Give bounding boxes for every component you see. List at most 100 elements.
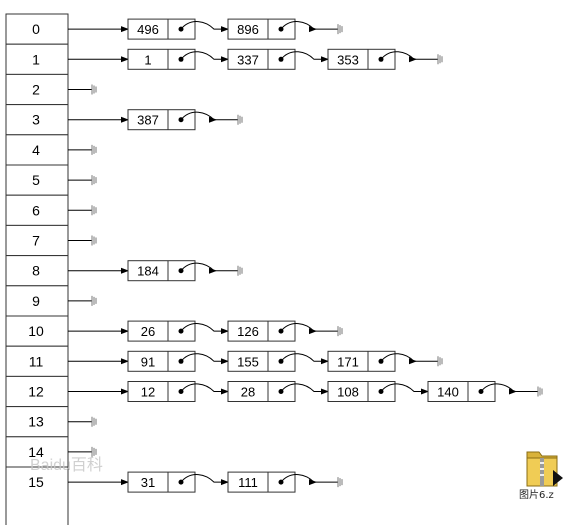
bucket-index: 8 [32, 263, 40, 279]
tail-pointer [380, 51, 417, 63]
bucket-cell-4: 4 [5, 134, 69, 166]
list-node: 108 [327, 381, 396, 402]
node-value: 496 [137, 22, 159, 37]
list-node: 31 [127, 471, 196, 493]
zip-folder-icon[interactable] [515, 448, 575, 500]
node-value: 126 [237, 324, 259, 339]
bucket-cell-12: 12 [5, 375, 69, 408]
next-pointer [280, 353, 329, 365]
next-pointer [280, 383, 329, 395]
node-value: 12 [141, 385, 155, 400]
bucket-cell-13: 13 [5, 406, 69, 438]
list-node: 126 [227, 320, 296, 342]
tail-pointer [180, 262, 217, 274]
bucket-cell-0: 0 [5, 13, 69, 45]
tail-pointer [280, 21, 317, 33]
bucket-index: 13 [28, 414, 44, 430]
list-node: 496 [127, 18, 196, 40]
node-value: 108 [337, 385, 359, 400]
bucket-cell-1: 1 [5, 43, 69, 75]
bucket-index: 10 [28, 323, 44, 339]
bucket-cell-2: 2 [5, 73, 69, 106]
bucket-index: 6 [32, 202, 40, 218]
null-marker-icon [537, 386, 543, 397]
bucket-cell-5: 5 [5, 164, 69, 196]
null-marker-icon [437, 54, 443, 65]
next-pointer [180, 51, 229, 63]
node-value: 353 [337, 52, 359, 67]
node-value: 111 [238, 475, 258, 490]
node-value: 184 [137, 264, 159, 279]
watermark: Baidu百科 [30, 456, 103, 474]
bucket-index: 14 [28, 444, 44, 460]
tail-pointer [380, 353, 417, 365]
null-marker-icon [237, 265, 243, 276]
list-node: 28 [227, 381, 296, 402]
null-marker-icon [337, 24, 343, 35]
bucket-index: 3 [32, 112, 40, 128]
null-marker-icon [337, 477, 343, 488]
list-node: 155 [227, 350, 296, 372]
null-marker-icon [91, 175, 97, 186]
bucket-index: 0 [32, 21, 40, 37]
next-pointer [180, 474, 229, 486]
linked-lists: 496 896 1 337 353 387 184 26 126 91 155 171 12 28 108 1… [68, 18, 543, 493]
list-node: 353 [327, 48, 396, 70]
null-marker-icon [91, 205, 97, 216]
bucket-cell-6: 6 [5, 194, 69, 226]
null-marker-icon [91, 144, 97, 155]
node-value: 26 [141, 324, 155, 339]
null-marker-icon [91, 446, 97, 457]
next-pointer [280, 51, 329, 63]
node-value: 28 [241, 385, 255, 400]
bucket-cell-3: 3 [5, 104, 69, 136]
null-marker-icon [237, 114, 243, 125]
null-marker-icon [437, 356, 443, 367]
node-value: 896 [237, 22, 259, 37]
next-pointer [380, 383, 429, 395]
list-node: 140 [427, 381, 496, 402]
bucket-index: 7 [32, 233, 40, 249]
bucket-index: 9 [32, 293, 40, 309]
bucket-cell-9: 9 [5, 285, 69, 317]
bucket-index: 4 [32, 142, 40, 158]
next-pointer [180, 21, 229, 33]
null-marker-icon [91, 295, 97, 306]
node-value: 31 [141, 475, 155, 490]
bucket-index: 11 [29, 353, 44, 369]
bucket-index: 15 [28, 474, 44, 490]
bucket-cell-8: 8 [5, 255, 69, 287]
list-node: 184 [127, 260, 196, 282]
node-value: 1 [144, 52, 151, 67]
null-marker-icon [337, 326, 343, 337]
file-label[interactable]: 图片6.z [519, 490, 554, 501]
bucket-index: 12 [28, 384, 44, 400]
list-node: 387 [127, 109, 196, 131]
null-marker-icon [91, 416, 97, 427]
null-marker-icon [91, 84, 97, 95]
list-node: 26 [127, 320, 196, 342]
list-node: 1 [127, 48, 196, 70]
next-pointer [180, 353, 229, 365]
list-node: 337 [227, 48, 296, 70]
next-pointer [180, 383, 229, 395]
list-node: 111 [227, 471, 296, 493]
bucket-cell-7: 7 [5, 224, 69, 257]
bucket-index: 2 [32, 82, 40, 98]
node-value: 155 [237, 354, 259, 369]
tail-pointer [180, 111, 217, 123]
node-value: 387 [137, 113, 159, 128]
node-value: 91 [141, 354, 155, 369]
node-value: 171 [337, 354, 359, 369]
null-marker-icon [91, 235, 97, 246]
bucket-cell-11: 11 [5, 345, 69, 377]
list-node: 12 [127, 381, 196, 402]
tail-pointer [480, 383, 517, 395]
next-pointer [180, 323, 229, 335]
bucket-cell-15: 15 [5, 466, 69, 525]
node-value: 337 [237, 52, 259, 67]
list-node: 91 [127, 350, 196, 372]
bucket-cell-10: 10 [5, 315, 69, 347]
